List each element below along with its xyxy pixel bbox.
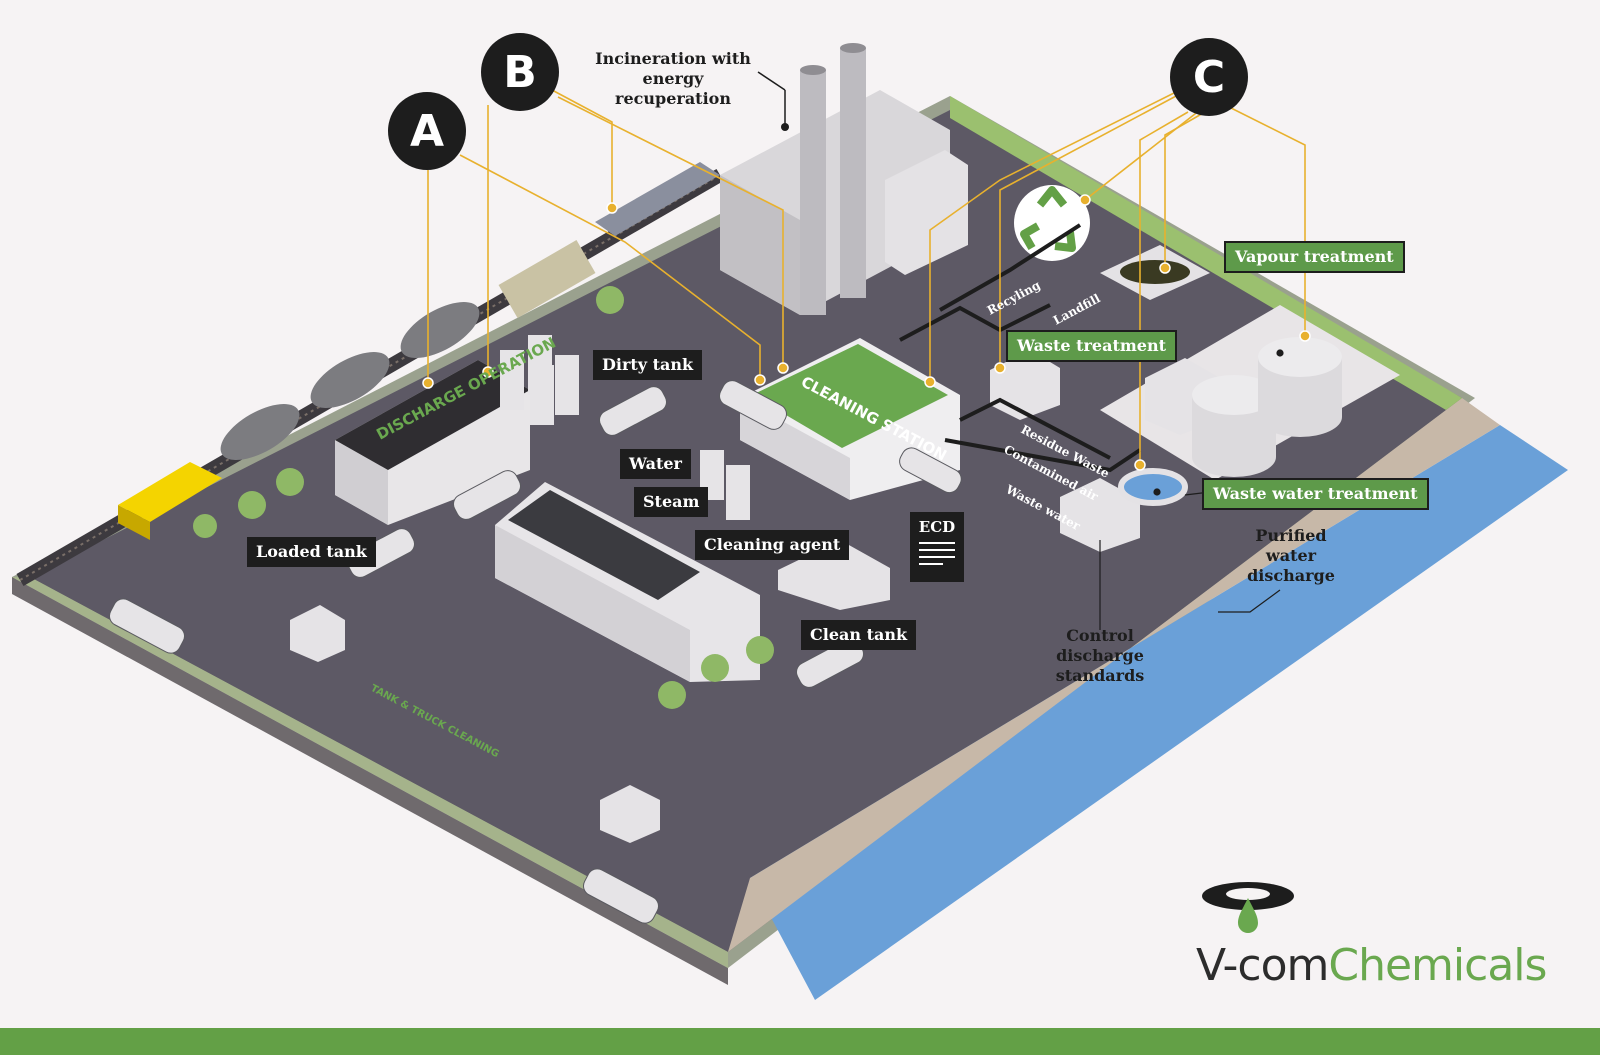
marker-a: A xyxy=(388,92,466,170)
water-basin xyxy=(1118,468,1188,506)
waste-water-treatment-label: Waste water treatment xyxy=(1202,478,1429,510)
loaded-tank-label: Loaded tank xyxy=(247,537,376,567)
river xyxy=(750,425,1568,1000)
grass-edge-left xyxy=(12,577,728,968)
logo-drop-icon xyxy=(1202,882,1294,933)
water-label: Water xyxy=(620,449,691,479)
incineration-label: Incineration with energy recuperation xyxy=(595,49,751,108)
purified-water-label: Purified water discharge xyxy=(1247,526,1335,585)
logo-text: V-comChemicals xyxy=(1196,940,1547,991)
dirty-tank-label: Dirty tank xyxy=(593,350,703,380)
vapour-treatment-label: Vapour treatment xyxy=(1224,241,1405,273)
storage-tanks xyxy=(500,335,750,520)
connector-lines xyxy=(427,89,1306,465)
grass-edge-right xyxy=(950,96,1462,410)
connector-dots xyxy=(422,194,1311,471)
vapour-tanks xyxy=(1192,337,1342,477)
pointer-lines xyxy=(1099,349,1284,630)
ecd-card: ECD xyxy=(910,512,964,582)
landfill-pile xyxy=(1120,260,1190,284)
company-logo: V-comChemicals xyxy=(1196,880,1576,991)
warehouse xyxy=(495,482,760,682)
marker-b: B xyxy=(481,33,559,111)
ecd-label: ECD xyxy=(918,518,956,536)
train xyxy=(118,162,720,540)
waste-treatment-label: Waste treatment xyxy=(1006,330,1177,362)
logo-text-vcom: V-com xyxy=(1196,940,1329,991)
logo-text-chemicals: Chemicals xyxy=(1328,940,1547,991)
tank-trucks xyxy=(109,380,962,924)
steam-label: Steam xyxy=(634,487,709,517)
footer-bar xyxy=(0,1028,1600,1055)
trees xyxy=(193,286,774,709)
riverbank xyxy=(728,398,1500,952)
document-icon xyxy=(919,542,955,565)
clean-tank-label: Clean tank xyxy=(801,620,917,650)
control-discharge-label: Control discharge standards xyxy=(1055,626,1145,685)
incinerator xyxy=(720,43,968,315)
marker-c: C xyxy=(1170,38,1248,116)
cleaning-agent-label: Cleaning agent xyxy=(695,530,850,560)
recycle-icon xyxy=(1014,185,1090,261)
